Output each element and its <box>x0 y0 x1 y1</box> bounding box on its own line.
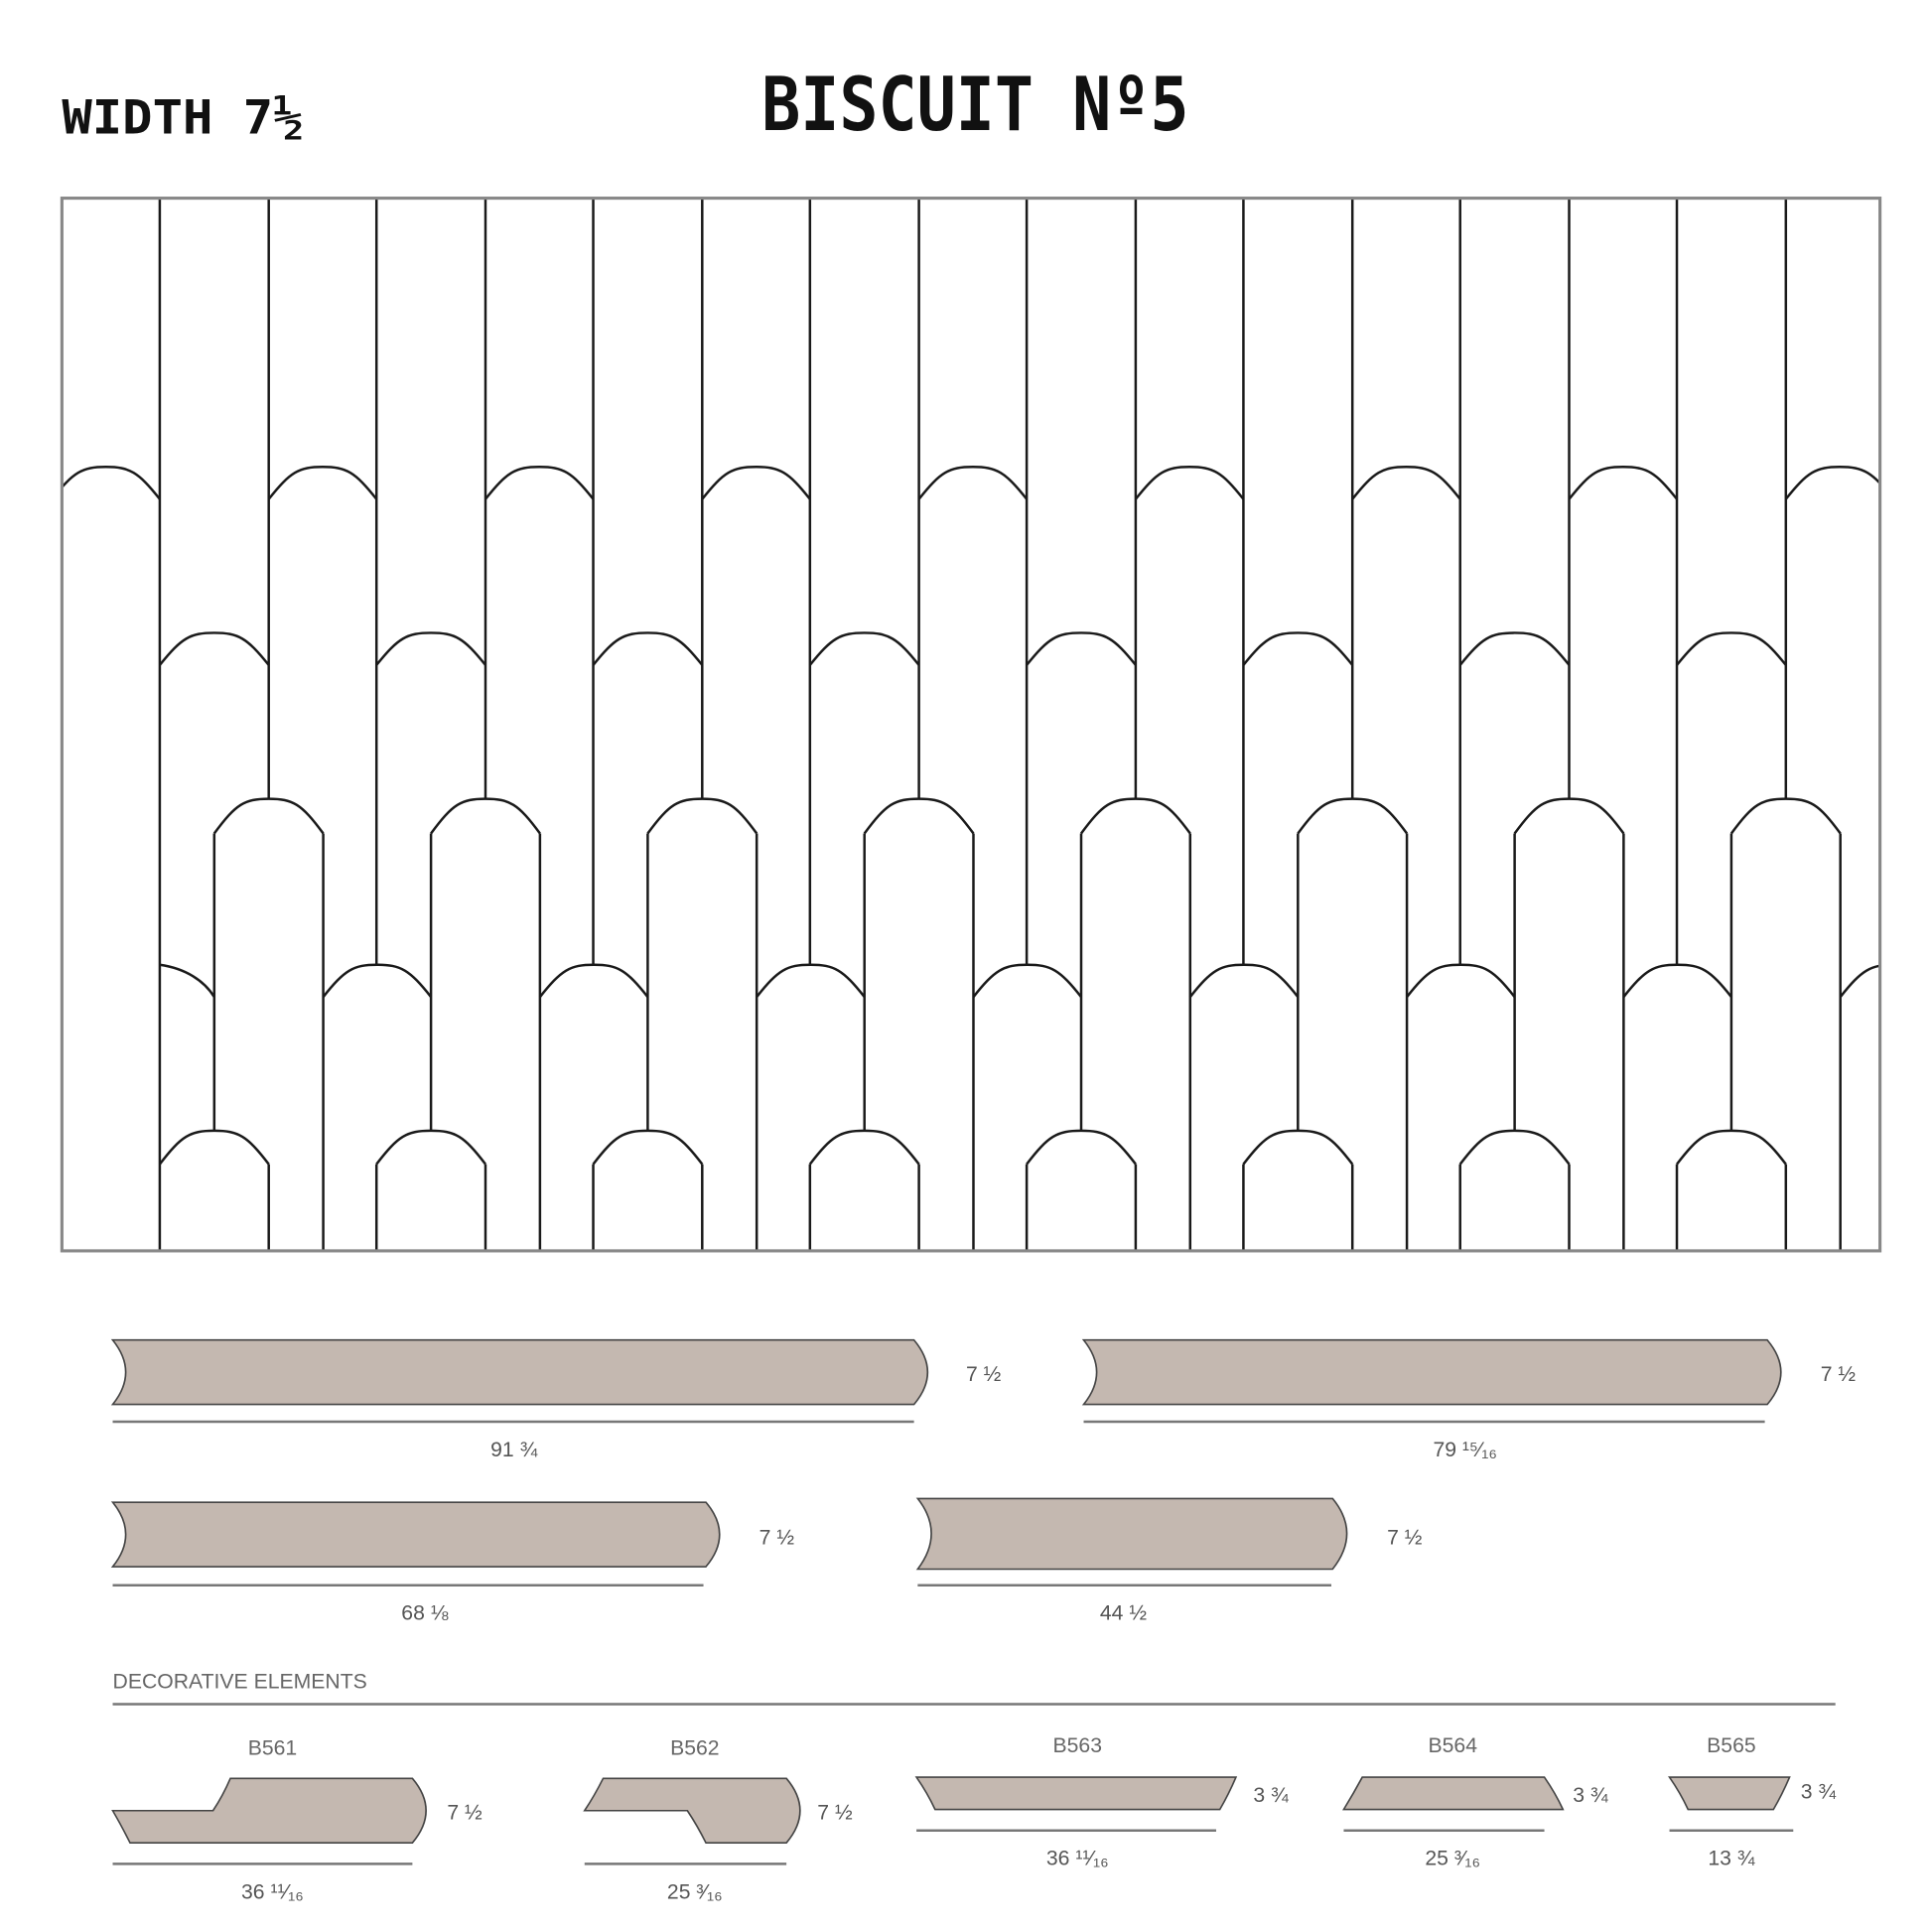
tile-arch-top <box>1839 964 1880 998</box>
tile-arch-top <box>62 466 161 500</box>
tile-arch-top <box>972 963 1082 998</box>
element-code: B564 <box>1429 1734 1478 1757</box>
tile-arch-top <box>917 466 1029 500</box>
page-title: BISCUIT Nº5 <box>761 62 1188 148</box>
element-shape <box>1342 1776 1565 1811</box>
tile-arch-top <box>430 797 541 835</box>
element-width: 3 ¾ <box>1801 1780 1837 1803</box>
piece-width: 7 ½ <box>1821 1363 1857 1386</box>
piece-width: 7 ½ <box>759 1527 795 1550</box>
element-length: 25 ³⁄₁₆ <box>667 1880 723 1903</box>
tile-arch-top <box>1242 1129 1354 1166</box>
tile-arch-top <box>592 1129 704 1166</box>
element-code: B561 <box>248 1737 297 1760</box>
tile-arch-top <box>1568 466 1679 500</box>
tile-arch-top <box>808 1129 920 1166</box>
tile-arch-top <box>1080 797 1191 835</box>
element-length: 36 ¹¹⁄₁₆ <box>1046 1848 1109 1870</box>
decorative-b561: B561 36 ¹¹⁄₁₆ 7 ½ <box>111 1737 483 1903</box>
piece-length: 79 ¹⁵⁄₁₆ <box>1433 1439 1497 1461</box>
tile-arch-top <box>1513 797 1625 835</box>
element-length: 25 ³⁄₁₆ <box>1425 1848 1480 1870</box>
tile-arch-top <box>212 797 325 835</box>
tile-arch-top <box>1622 963 1732 998</box>
element-code: B565 <box>1707 1734 1755 1757</box>
tile-arch-top <box>1784 466 1880 500</box>
element-code: B562 <box>670 1737 719 1760</box>
tile-arch-top <box>1242 631 1354 666</box>
piece-shape <box>110 1501 721 1568</box>
piece-4: 44 ½ 7 ½ <box>915 1497 1423 1625</box>
tile-arch-top <box>375 631 486 666</box>
element-shape <box>914 1776 1238 1811</box>
element-length: 36 ¹¹⁄₁₆ <box>241 1880 304 1903</box>
piece-length: 44 ½ <box>1100 1602 1147 1625</box>
tile-arch-top <box>1188 963 1300 998</box>
element-width: 7 ½ <box>817 1801 853 1824</box>
piece-shape <box>915 1497 1348 1571</box>
tile-arch-top <box>159 963 215 998</box>
pattern-frame <box>60 197 1882 1253</box>
element-shape <box>111 1777 427 1844</box>
tile-arch-top <box>538 963 649 998</box>
tile-arch-top <box>1406 963 1516 998</box>
tile-arch-top <box>1676 1129 1787 1166</box>
tile-arch-top <box>1351 466 1461 500</box>
tile-arch-top <box>646 797 759 835</box>
decorative-b564: B564 25 ³⁄₁₆ 3 ¾ <box>1342 1734 1608 1870</box>
tile-arch-top <box>1458 631 1571 666</box>
tile-pattern <box>62 198 1880 1251</box>
piece-width: 7 ½ <box>1387 1527 1423 1550</box>
element-shape <box>1667 1776 1791 1811</box>
piece-shape <box>1081 1338 1782 1406</box>
tile-arch-top <box>375 1129 486 1166</box>
element-width: 7 ½ <box>447 1801 483 1824</box>
decorative-b563: B563 36 ¹¹⁄₁₆ 3 ¾ <box>914 1734 1289 1870</box>
piece-1: 91 ¾ 7 ½ <box>110 1338 1002 1461</box>
tile-arch-top <box>158 1129 270 1166</box>
tile-arch-top <box>1134 466 1245 500</box>
piece-width: 7 ½ <box>966 1363 1002 1386</box>
decorative-heading: DECORATIVE ELEMENTS <box>113 1670 367 1693</box>
piece-length: 91 ¾ <box>490 1439 537 1461</box>
tile-arch-top <box>1676 631 1787 666</box>
tile-arch-top <box>1297 797 1409 835</box>
tile-arch-top <box>756 963 866 998</box>
piece-length: 68 ⅛ <box>401 1602 448 1625</box>
tile-arch-top <box>1026 631 1137 666</box>
element-width: 3 ¾ <box>1253 1784 1289 1807</box>
tile-arch-top <box>863 797 975 835</box>
width-label: WIDTH 7½ <box>62 91 303 146</box>
tile-arch-top <box>1458 1129 1571 1166</box>
piece-2: 79 ¹⁵⁄₁₆ 7 ½ <box>1081 1338 1857 1461</box>
tile-arch-top <box>267 466 378 500</box>
element-width: 3 ¾ <box>1573 1784 1608 1807</box>
element-code: B563 <box>1053 1734 1102 1757</box>
piece-shape <box>110 1338 928 1406</box>
tile-arch-top <box>592 631 704 666</box>
tile-arch-top <box>1729 797 1842 835</box>
tile-arch-top <box>158 631 270 666</box>
element-shape <box>583 1777 801 1844</box>
element-length: 13 ¾ <box>1708 1848 1754 1870</box>
tile-arch-top <box>1026 1129 1137 1166</box>
piece-3: 68 ⅛ 7 ½ <box>110 1501 795 1625</box>
tile-arch-top <box>484 466 595 500</box>
tile-arch-top <box>701 466 811 500</box>
tile-arch-top <box>322 963 433 998</box>
tile-arch-top <box>808 631 920 666</box>
decorative-b565: B565 13 ¾ 3 ¾ <box>1667 1734 1837 1870</box>
decorative-b562: B562 25 ³⁄₁₆ 7 ½ <box>583 1737 853 1903</box>
